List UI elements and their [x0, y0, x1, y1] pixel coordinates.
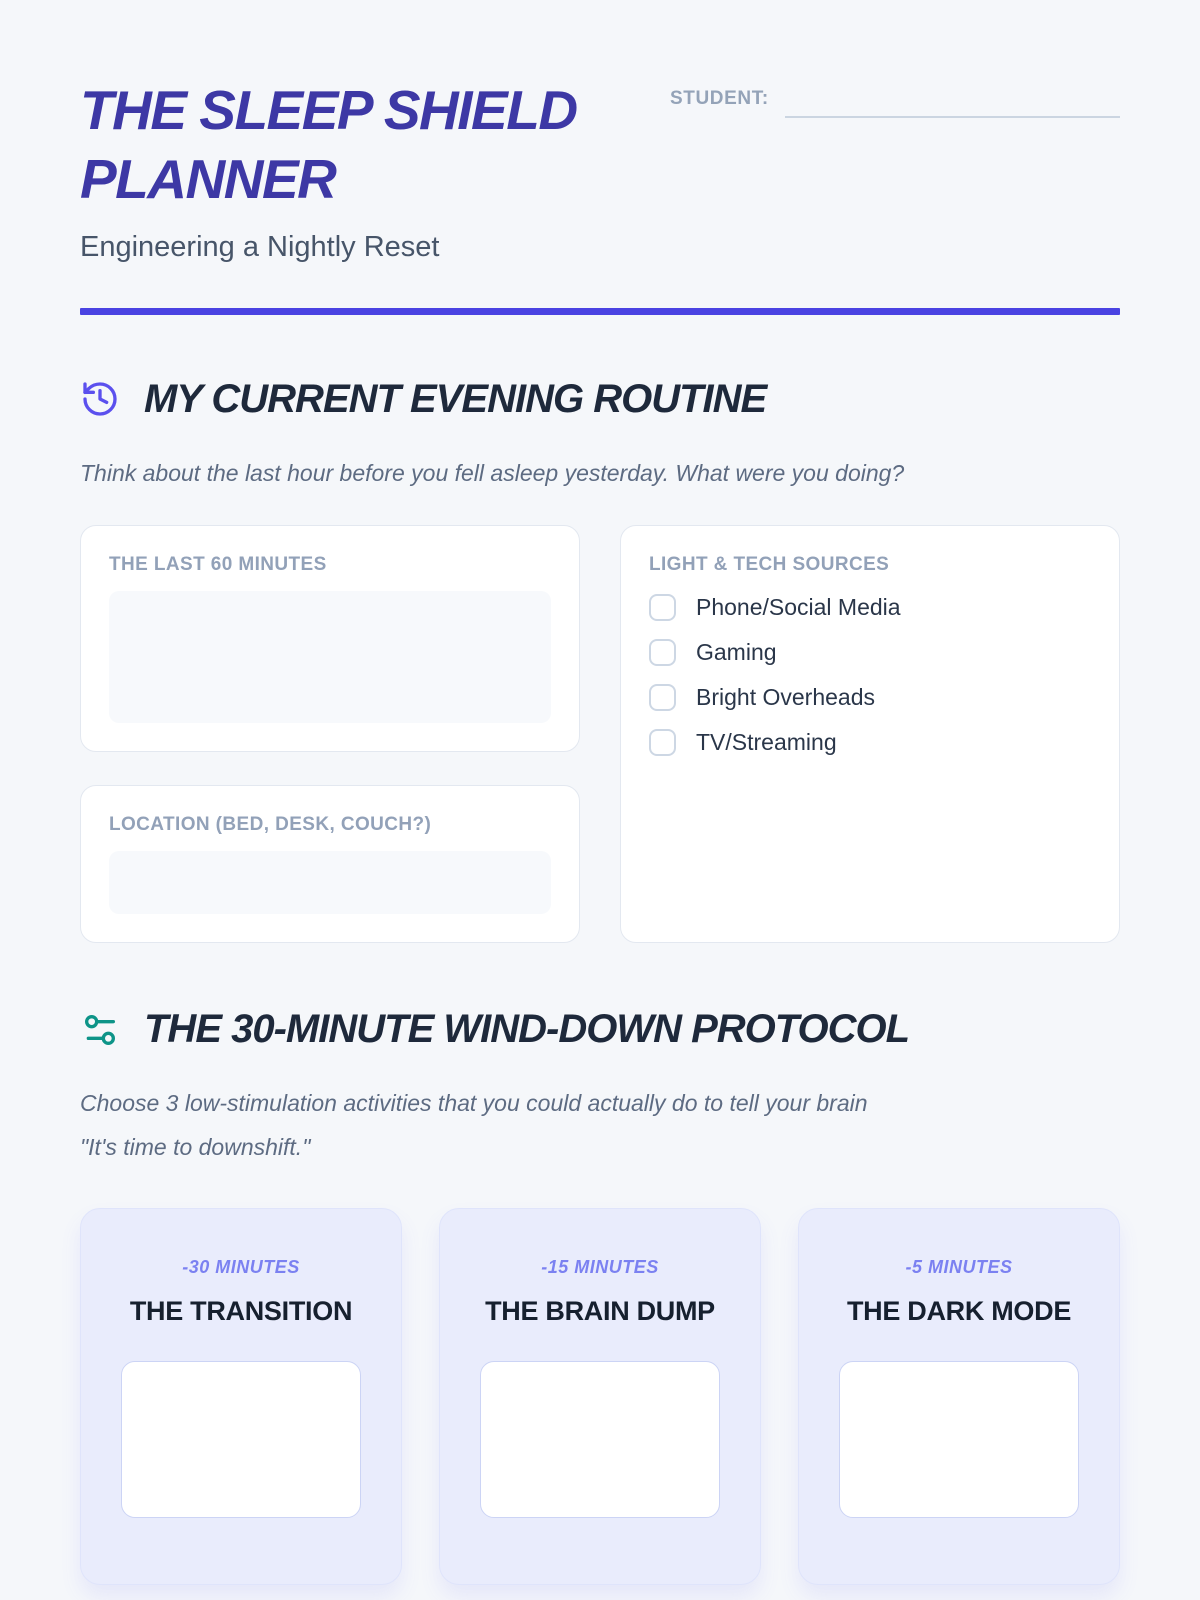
step-title: THE DARK MODE — [846, 1295, 1072, 1326]
header-divider — [80, 307, 1120, 315]
step-title: THE BRAIN DUMP — [485, 1295, 715, 1326]
student-label: STUDENT: — [670, 88, 769, 109]
checkbox-label: Phone/Social Media — [696, 594, 901, 621]
step-time-badge: -30 MINUTES — [182, 1256, 300, 1277]
list-item: TV/Streaming — [649, 729, 1091, 757]
phone-social-media-checkbox[interactable] — [649, 594, 676, 622]
tv-streaming-checkbox[interactable] — [649, 729, 676, 757]
routine-grid: THE LAST 60 MINUTES LOCATION (BED, DESK,… — [80, 525, 1120, 944]
checkbox-label: Gaming — [696, 639, 777, 666]
light-tech-sources-card: LIGHT & TECH SOURCES Phone/Social Media … — [620, 525, 1120, 944]
bright-overheads-checkbox[interactable] — [649, 684, 676, 712]
transition-step-card: -30 MINUTES THE TRANSITION — [80, 1207, 402, 1585]
location-label: LOCATION (BED, DESK, COUCH?) — [109, 814, 432, 836]
protocol-grid: -30 MINUTES THE TRANSITION -15 MINUTES T… — [80, 1207, 1120, 1585]
transition-write-in-box[interactable] — [121, 1360, 361, 1518]
list-item: Phone/Social Media — [649, 594, 1091, 622]
light-tech-checklist: Phone/Social Media Gaming Bright Overhea… — [649, 594, 1091, 757]
brain-dump-step-card: -15 MINUTES THE BRAIN DUMP — [439, 1207, 761, 1585]
last-60-minutes-label: THE LAST 60 MINUTES — [109, 554, 327, 576]
list-item: Bright Overheads — [649, 684, 1091, 712]
list-item: Gaming — [649, 639, 1091, 667]
light-tech-sources-label: LIGHT & TECH SOURCES — [649, 554, 890, 576]
page-title: THE SLEEP SHIELD PLANNER — [80, 79, 578, 211]
gaming-checkbox[interactable] — [649, 639, 676, 667]
page-subtitle: Engineering a Nightly Reset — [80, 230, 440, 263]
student-field: STUDENT: — [670, 88, 1120, 118]
checkbox-label: Bright Overheads — [696, 684, 875, 711]
routine-section-title: MY CURRENT EVENING ROUTINE — [144, 376, 767, 421]
history-icon — [80, 379, 120, 419]
checkbox-label: TV/Streaming — [696, 729, 837, 756]
header: THE SLEEP SHIELD PLANNER STUDENT: — [80, 76, 1120, 215]
protocol-section-header: THE 30-MINUTE WIND-DOWN PROTOCOL — [80, 1007, 1120, 1052]
protocol-section-title: THE 30-MINUTE WIND-DOWN PROTOCOL — [144, 1007, 910, 1052]
routine-left-column: THE LAST 60 MINUTES LOCATION (BED, DESK,… — [80, 525, 580, 944]
brain-dump-write-in-box[interactable] — [480, 1360, 720, 1518]
step-time-badge: -15 MINUTES — [541, 1256, 659, 1277]
dark-mode-write-in-box[interactable] — [839, 1360, 1079, 1518]
location-input[interactable] — [109, 851, 551, 915]
protocol-instruction: Choose 3 low-stimulation activities that… — [80, 1090, 868, 1160]
student-name-blank[interactable] — [784, 88, 1120, 118]
step-title: THE TRANSITION — [129, 1295, 353, 1326]
routine-instruction: Think about the last hour before you fel… — [80, 459, 905, 486]
location-card: LOCATION (BED, DESK, COUCH?) — [80, 785, 580, 944]
step-time-badge: -5 MINUTES — [905, 1256, 1013, 1277]
last-60-minutes-card: THE LAST 60 MINUTES — [80, 525, 580, 753]
last-60-minutes-textarea[interactable] — [109, 591, 551, 724]
routine-section-header: MY CURRENT EVENING ROUTINE — [80, 377, 1120, 422]
sliders-icon — [80, 1010, 120, 1050]
dark-mode-step-card: -5 MINUTES THE DARK MODE — [798, 1207, 1120, 1585]
